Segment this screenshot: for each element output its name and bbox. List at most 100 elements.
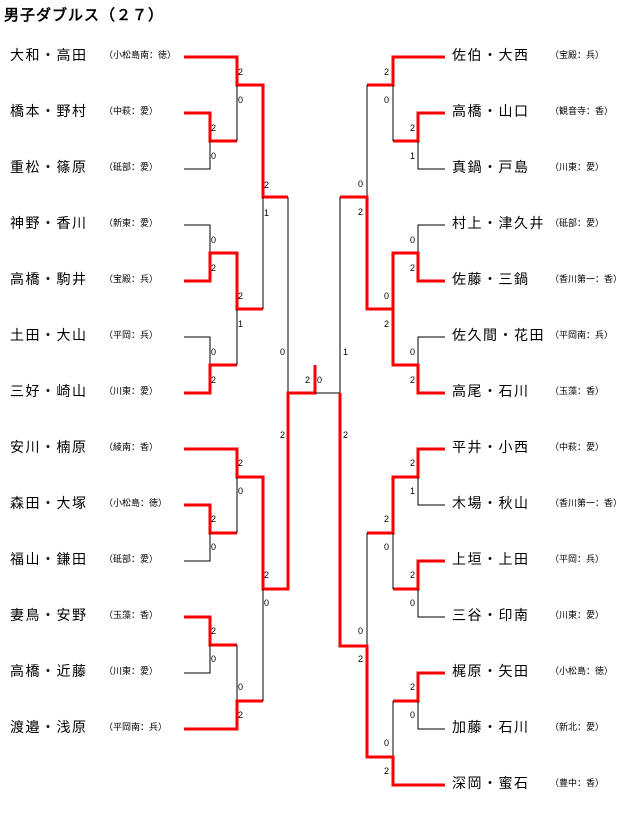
school-label: （香川第一：香） [550,499,623,509]
school-label: （平岡南：兵） [550,331,614,341]
pair-name: 高尾・石川 [452,384,530,400]
school-label: （中萩：愛） [550,443,605,453]
school-label: （砥部：愛） [104,163,159,173]
school-label: （川東：愛） [104,387,159,397]
score-label: 0 [384,95,390,105]
pair-name: 村上・津久井 [452,216,545,232]
score-label: 2 [410,682,416,692]
score-label: 2 [211,375,217,385]
bracket-line-winner [393,671,445,703]
score-label: 0 [410,710,416,720]
score-label: 0 [358,179,364,189]
pair-name: 梶原・矢田 [452,664,530,680]
school-label: （新東：愛） [104,219,159,229]
score-label: 1 [343,347,349,357]
pair-name: 福山・鎌田 [10,552,88,568]
pair-name: 高橋・山口 [452,104,530,120]
score-label: 1 [238,319,244,329]
pair-name: 神野・香川 [10,216,88,232]
score-label: 0 [238,486,244,496]
page-title: 男子ダブルス（２７） [4,6,165,24]
score-label: 2 [358,207,364,217]
bracket-line-winner [184,615,237,647]
score-label: 1 [264,208,270,218]
school-label: （香川第一：香） [550,275,623,285]
score-label: 2 [384,766,390,776]
bracket-line [417,701,445,730]
bracket-line-winner [391,251,445,309]
school-label: （川東：愛） [550,611,605,621]
score-label: 0 [211,542,217,552]
pair-name: 加藤・石川 [452,720,530,736]
pair-name: 橋本・野村 [10,104,88,120]
score-label: 0 [238,95,244,105]
score-label: 2 [343,430,349,440]
school-label: （玉藻：香） [104,611,159,621]
school-label: （平岡：兵） [104,331,159,341]
school-label: （小松島：徳） [550,667,614,677]
bracket-line-winner [184,55,288,199]
school-label: （平岡南：兵） [104,723,168,733]
score-label: 2 [384,319,390,329]
score-label: 0 [280,347,286,357]
score-label: 1 [410,151,416,161]
bracket-line [417,141,445,170]
score-label: 2 [238,291,244,301]
score-label: 2 [384,514,390,524]
bracket-line [184,645,211,674]
pair-name: 佐藤・三鍋 [452,272,530,288]
bracket-line-winner [184,699,263,731]
pair-name: 安川・楠原 [10,440,88,456]
bracket-line-winner [184,503,237,535]
bracket-line-winner [184,365,317,591]
score-label: 2 [238,67,244,77]
pair-name: 重松・篠原 [10,160,88,176]
score-label: 2 [264,570,270,580]
bracket-line-winner [340,195,445,395]
score-label: 2 [211,123,217,133]
score-label: 2 [410,458,416,468]
score-label: 0 [384,542,390,552]
bracket-line [417,224,445,253]
score-label: 2 [410,570,416,580]
bracket-line [417,336,445,365]
bracket-line-winner [367,447,445,535]
bracket-line [417,589,445,618]
score-label: 1 [410,486,416,496]
score-label: 2 [238,710,244,720]
score-label: 2 [358,654,364,664]
school-label: （新北：愛） [550,723,605,733]
score-label: 2 [280,430,286,440]
bracket-line [417,477,445,506]
bracket-line-winner [393,559,445,591]
pair-name: 佐久間・花田 [452,328,545,344]
score-label: 0 [410,598,416,608]
school-label: （川東：愛） [550,163,605,173]
score-label: 2 [211,514,217,524]
bracket-line [184,224,211,253]
bracket-line-winner [184,363,237,395]
score-label: 2 [211,626,217,636]
bracket-line [184,141,211,170]
bracket-line-winner [367,55,445,87]
pair-name: 高橋・近藤 [10,664,88,680]
school-label: （平岡：兵） [550,555,605,565]
bracket-line-winner [184,251,263,311]
pair-name: 三谷・印南 [452,608,530,624]
school-label: （玉藻：香） [550,387,605,397]
school-label: （小松島：徳） [104,499,168,509]
school-label: （砥部：愛） [550,219,605,229]
score-label: 0 [238,682,244,692]
score-label: 0 [410,347,416,357]
pair-name: 平井・小西 [452,440,530,456]
score-label: 2 [264,180,270,190]
pair-name: 三好・崎山 [10,384,88,400]
bracket-line [184,533,211,562]
pair-name: 妻鳥・安野 [10,608,88,624]
pair-name: 木場・秋山 [452,496,530,512]
bracket-line-winner [184,111,237,143]
pair-name: 大和・高田 [10,48,88,64]
school-label: （観音寺：香） [550,107,614,117]
pair-name: 深岡・蜜石 [452,776,530,792]
